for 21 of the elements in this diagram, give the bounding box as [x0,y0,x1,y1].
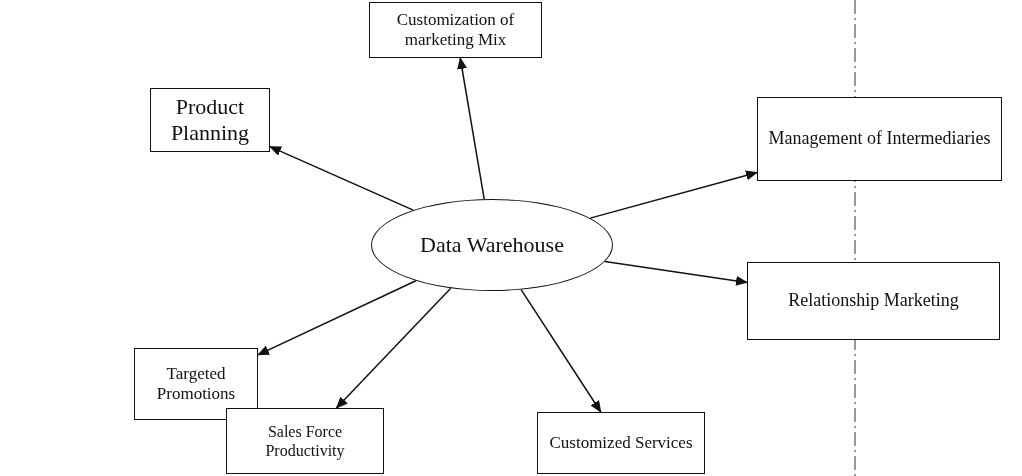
node-label: Targeted Promotions [155,363,237,405]
process-box [757,97,1002,181]
arrow [604,260,748,286]
process-box [134,348,258,420]
node-label: Customization of marketing Mix [395,9,516,51]
node-label: Sales Force Productivity [264,421,346,461]
node-label: Management of Intermediaries [768,128,991,150]
node-label: Customized Services [549,432,693,454]
arrow [257,280,417,356]
arrow [589,170,758,219]
arrow [269,145,414,211]
node-label: Data Warehouse [420,231,564,259]
process-box [537,412,705,474]
arrow [457,57,485,200]
process-box [369,2,542,58]
process-box [150,88,270,152]
node-label: Relationship Marketing [788,290,959,312]
node-label: Product Planning [169,93,251,147]
arrow [335,287,452,409]
process-box [747,262,1000,340]
process-box [226,408,384,474]
